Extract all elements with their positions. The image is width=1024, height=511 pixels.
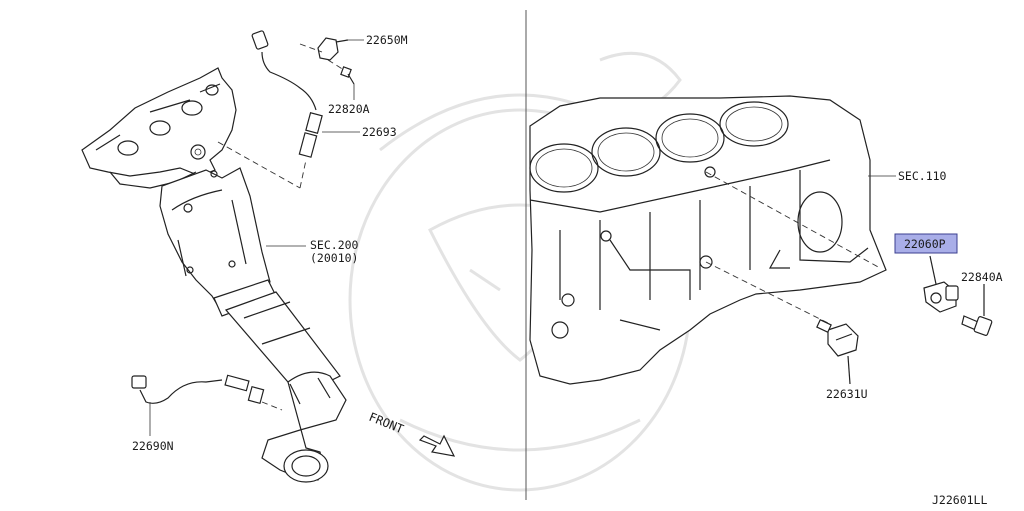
part-label-22840a[interactable]: 22840A [961, 270, 1003, 284]
sec-200-code: (20010) [310, 251, 358, 265]
part-label-22060p[interactable]: 22060P [904, 237, 946, 251]
sec-110-label[interactable]: SEC.110 [898, 169, 947, 183]
temp-sensor-22631u-drawing [816, 319, 859, 385]
knock-sensor-22060p-drawing [923, 255, 959, 313]
oxygen-sensor-22693-drawing [217, 30, 323, 189]
front-label: FRONT [367, 410, 406, 437]
bolt-22840a-drawing [961, 284, 993, 336]
sensor-22650m-drawing [299, 37, 355, 85]
part-label-22650m[interactable]: 22650M [366, 33, 408, 47]
part-label-22820a[interactable]: 22820A [328, 102, 370, 116]
part-label-22693[interactable]: 22693 [362, 125, 397, 139]
oxygen-sensor-22690n-drawing [131, 374, 283, 411]
catalytic-converter-drawing [159, 167, 347, 483]
sec-200-label[interactable]: SEC.200 [310, 238, 359, 252]
part-label-22631u[interactable]: 22631U [826, 387, 868, 401]
highlighted-part-22060p[interactable]: 22060P [894, 233, 958, 254]
part-label-22690n[interactable]: 22690N [132, 439, 174, 453]
diagram-code: J22601LL [932, 493, 987, 507]
front-arrow-icon [418, 434, 456, 457]
cylinder-block-drawing [529, 95, 887, 385]
exhaust-manifold-drawing [81, 67, 237, 189]
